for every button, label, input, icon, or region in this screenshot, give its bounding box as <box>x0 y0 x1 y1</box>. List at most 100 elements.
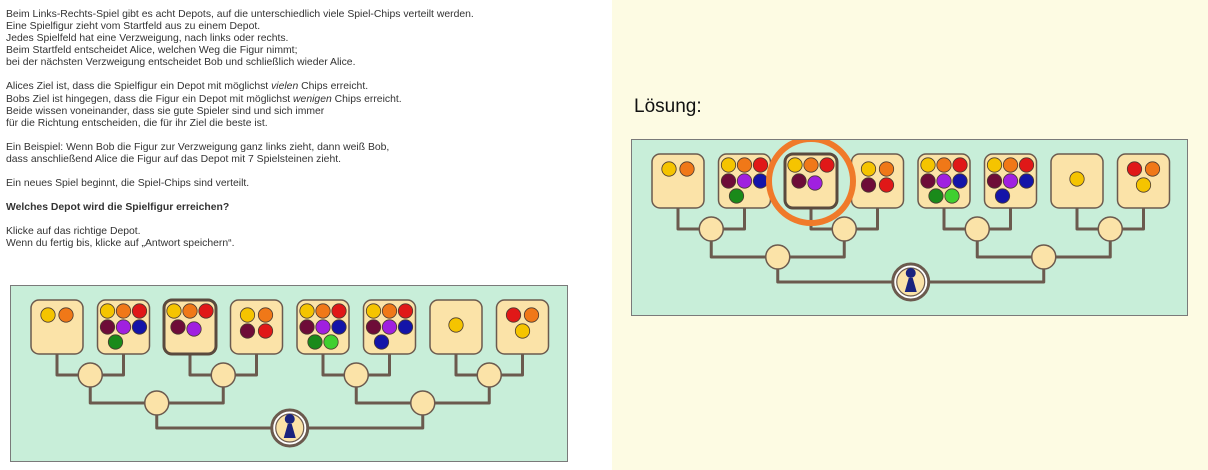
chip-blue <box>397 319 414 335</box>
instruction-line: Wenn du fertig bis, klicke auf „Antwort … <box>6 238 235 250</box>
depot-8[interactable] <box>495 299 550 355</box>
depot-box[interactable] <box>651 153 705 209</box>
depot-1[interactable] <box>651 153 705 209</box>
path-line <box>305 415 425 430</box>
chip-yellow <box>514 323 531 339</box>
path-line <box>88 387 145 405</box>
chip-maroon <box>299 319 315 335</box>
depot-4[interactable] <box>229 299 284 355</box>
depot-3[interactable] <box>162 298 218 356</box>
example-paragraph: Ein Beispiel: Wenn Bob die Figur zur Ver… <box>6 142 606 166</box>
path-line <box>354 387 411 405</box>
chip-orange <box>58 307 74 323</box>
intro-line: Beim Links-Rechts-Spiel gibt es acht Dep… <box>6 9 474 20</box>
instruction-line: Klicke auf das richtige Depot. <box>6 226 141 238</box>
depot-3[interactable] <box>783 152 839 210</box>
chip-orange <box>182 303 198 319</box>
chip-yellow <box>40 307 56 323</box>
solution-board-graphic <box>651 140 1171 302</box>
chip-orange <box>257 307 274 323</box>
depot-7[interactable] <box>429 299 483 355</box>
chip-purple <box>1002 173 1019 189</box>
task-panel: Beim Links-Rechts-Spiel gibt es acht Dep… <box>6 9 606 462</box>
path-line <box>776 269 895 284</box>
chip-orange <box>1144 161 1161 177</box>
chip-red <box>819 157 835 173</box>
solution-label: Lösung: <box>634 96 702 117</box>
depot-4[interactable] <box>850 153 905 209</box>
chip-orange <box>115 303 132 319</box>
chip-blue <box>752 173 769 189</box>
path-line <box>789 241 846 259</box>
chip-purple <box>807 175 823 191</box>
chip-maroon <box>920 173 936 189</box>
chip-blue <box>952 173 968 189</box>
path-lines <box>676 208 1145 284</box>
chip-orange <box>878 161 895 177</box>
chip-maroon <box>791 173 807 189</box>
chip-yellow <box>1135 177 1152 193</box>
depot-6[interactable] <box>983 153 1038 209</box>
depot-box[interactable] <box>850 153 905 209</box>
depot-6[interactable] <box>362 299 417 355</box>
path-line <box>1122 208 1145 231</box>
chip-yellow <box>1069 171 1085 187</box>
path-line <box>942 208 966 231</box>
pawn-icon <box>904 268 917 292</box>
depot-2[interactable] <box>96 299 151 355</box>
chip-orange <box>679 161 695 177</box>
branch-node <box>765 244 791 270</box>
path-line <box>989 208 1012 231</box>
path-line <box>1055 241 1112 259</box>
chip-purple <box>381 319 398 335</box>
path-line <box>709 241 766 259</box>
chip-maroon <box>720 173 737 189</box>
depot-1[interactable] <box>30 299 84 355</box>
path-line <box>168 387 225 405</box>
path-line <box>926 269 1046 284</box>
branch-node <box>410 390 436 416</box>
chip-yellow <box>99 303 116 319</box>
start-node <box>270 408 310 448</box>
chip-yellow <box>299 303 315 319</box>
depot-5[interactable] <box>917 153 971 209</box>
depot-box[interactable] <box>30 299 84 355</box>
chip-yellow <box>166 303 182 319</box>
intro-paragraph: Beim Links-Rechts-Spiel gibt es acht Dep… <box>6 9 606 69</box>
path-line <box>55 354 79 377</box>
path-line <box>454 354 478 377</box>
chip-orange <box>736 157 753 173</box>
chip-orange <box>1002 157 1019 173</box>
depot-box[interactable] <box>229 299 284 355</box>
chip-orange <box>803 157 819 173</box>
goal-text: Chips erreicht. <box>331 93 402 105</box>
path-line <box>434 387 491 405</box>
goal-text: Chips erreicht. <box>298 81 369 93</box>
intro-line: Beim Startfeld entscheidet Alice, welche… <box>6 45 298 57</box>
new-game-text: Ein neues Spiel beginnt, die Spiel-Chips… <box>6 178 250 190</box>
depot-7[interactable] <box>1050 153 1104 209</box>
chip-orange <box>523 307 540 323</box>
branch-node <box>476 362 502 388</box>
example-line: dass anschließend Alice die Figur auf da… <box>6 153 341 165</box>
task-game-board <box>10 285 568 462</box>
chip-purple <box>186 321 202 337</box>
chip-yellow <box>239 307 256 323</box>
question-text: Welches Depot wird die Spielfigur erreic… <box>6 202 230 214</box>
chip-blue <box>131 319 148 335</box>
depot-5[interactable] <box>296 299 350 355</box>
goal-text: für die Richtung entscheiden, die für ih… <box>6 117 268 129</box>
chip-maroon <box>99 319 116 335</box>
solution-game-board <box>631 139 1188 316</box>
branch-node <box>1097 216 1123 242</box>
chip-blue <box>1018 173 1035 189</box>
depot-8[interactable] <box>1116 153 1171 209</box>
pawn-icon <box>283 414 296 438</box>
goal-text: Beide wissen voneinander, dass sie gute … <box>6 105 325 117</box>
instruction-paragraph: Klicke auf das richtige Depot. Wenn du f… <box>6 226 606 250</box>
intro-line: Jedes Spielfeld hat eine Verzweigung, na… <box>6 33 289 45</box>
intro-line: bei der nächsten Verzweigung entscheidet… <box>6 57 356 69</box>
chip-green <box>928 188 944 204</box>
depot-2[interactable] <box>717 153 772 209</box>
branch-node <box>698 216 724 242</box>
